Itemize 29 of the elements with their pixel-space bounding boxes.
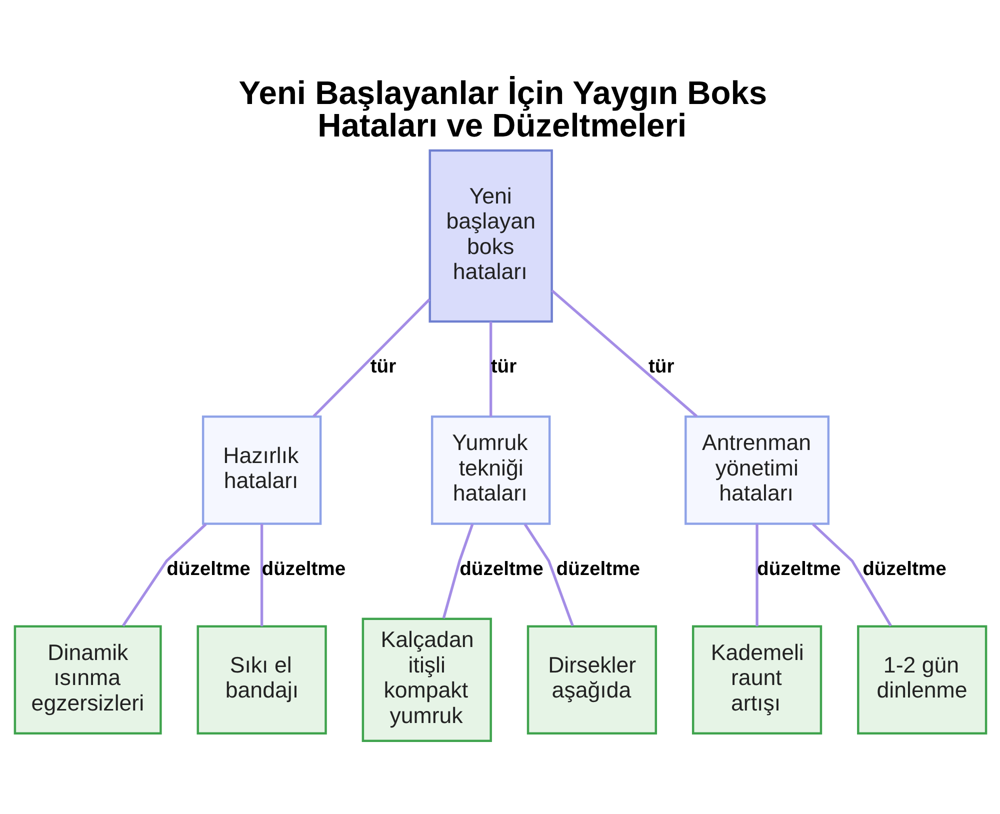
node-box: Kademeli raunt artışı: [691, 625, 822, 735]
connector: [312, 298, 430, 418]
edge-label: tür: [648, 356, 674, 378]
node-box: Antrenman yönetimi hataları: [684, 416, 830, 525]
connector: [550, 290, 698, 418]
connector: [812, 523, 892, 627]
edge-label: düzeltme: [261, 558, 346, 580]
node-box: Yumruk tekniği hataları: [430, 416, 550, 525]
connector: [489, 322, 492, 417]
node-box: Yeni başlayan boks hataları: [428, 149, 552, 323]
node-box: Sıkı el bandajı: [196, 625, 326, 735]
edge-label: tür: [490, 356, 516, 378]
connector: [442, 524, 474, 619]
diagram-title: Yeni Başlayanlar İçin Yaygın Boks Hataları ve Düzeltmeleri: [238, 74, 767, 144]
connector: [121, 523, 206, 627]
edge-label: düzeltme: [862, 558, 946, 580]
edge-label: düzeltme: [459, 558, 543, 580]
node-box: Dinamik ısınma egzersizleri: [13, 625, 162, 735]
node-box: Hazırlık hataları: [201, 416, 322, 525]
node-box: Kalçadan itişli kompakt yumruk: [361, 618, 492, 742]
connector: [755, 524, 758, 626]
node-box: Dirsekler aşağıda: [526, 625, 657, 735]
node-box: 1-2 gün dinlenme: [856, 625, 987, 735]
edge-label: düzeltme: [756, 558, 840, 580]
connector: [260, 524, 263, 626]
edge-label: düzeltme: [556, 558, 640, 580]
edge-label: tür: [370, 356, 396, 378]
edge-label: düzeltme: [166, 558, 250, 580]
connector: [523, 523, 574, 626]
